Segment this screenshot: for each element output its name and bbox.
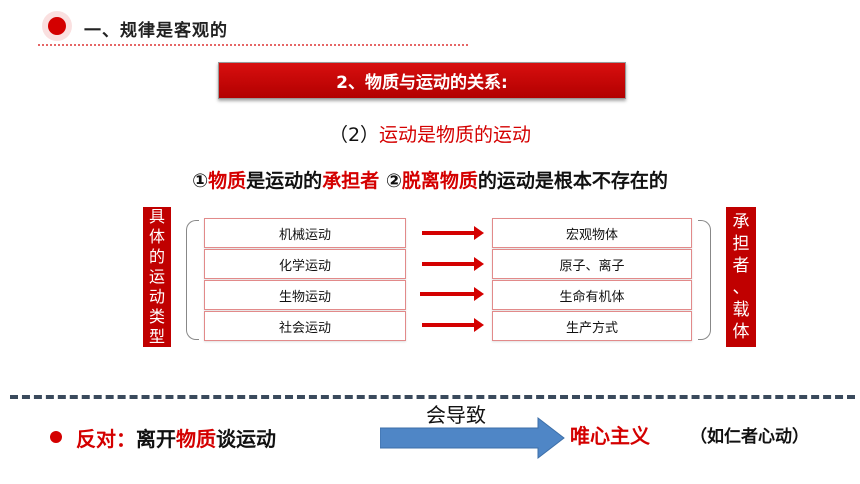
carrier-label: 承 担 者 、 载 体 <box>726 207 756 347</box>
oppose-post: 谈运动 <box>216 427 276 451</box>
key-points: ①物质是运动的承担者 ②脱离物质的运动是根本不存在的 <box>0 166 860 193</box>
motion-types-label: 具 体 的 运 动 类 型 <box>143 207 171 347</box>
example-text: （如仁者心动） <box>690 427 809 447</box>
label-char: 的 <box>148 247 165 266</box>
right-arrow-icon <box>422 318 484 332</box>
motion-type-text: 化学运动 <box>278 258 331 274</box>
right-arrow-icon <box>420 287 484 301</box>
label-char: 者 <box>732 256 750 276</box>
point1-bearer: 承担者 <box>322 170 380 192</box>
oppose-label: 反对： <box>76 427 136 451</box>
carrier-box: 原子、离子 <box>492 249 692 279</box>
carrier-box: 生命有机体 <box>492 280 692 310</box>
motion-type-box: 社会运动 <box>204 311 406 341</box>
label-char: 类 <box>148 307 165 326</box>
label-char: 载 <box>732 300 750 320</box>
subtitle-text: 运动是物质的运动 <box>379 124 532 146</box>
header-bullet-icon <box>42 11 72 41</box>
leads-to-text: 会导致 <box>426 403 486 427</box>
label-char: 动 <box>148 287 165 306</box>
label-char: 承 <box>732 212 750 232</box>
idealism-text: 唯心主义 <box>570 424 650 448</box>
carrier-box: 宏观物体 <box>492 218 692 248</box>
point1-matter: 物质 <box>208 170 247 192</box>
motion-type-box: 化学运动 <box>204 249 406 279</box>
dashed-divider <box>10 395 855 399</box>
point2-detach: 脱离物质 <box>401 170 478 192</box>
oppose-matter: 物质 <box>176 427 216 451</box>
carrier-text: 生产方式 <box>565 320 618 336</box>
label-char: 运 <box>148 267 165 286</box>
blue-arrow-icon <box>380 416 565 460</box>
left-bracket <box>186 220 199 340</box>
right-arrow-icon <box>422 226 484 240</box>
subtitle: （2）运动是物质的运动 <box>0 120 860 147</box>
carrier-text: 生命有机体 <box>559 289 625 305</box>
label-char: 体 <box>732 322 750 342</box>
point1-number: ① <box>192 170 209 192</box>
motion-type-text: 生物运动 <box>278 289 331 305</box>
motion-type-box: 机械运动 <box>204 218 406 248</box>
point2-number: ② <box>379 170 402 192</box>
point1-middle: 是运动的 <box>246 170 323 192</box>
label-char: 、 <box>732 278 750 298</box>
motion-type-text: 社会运动 <box>278 320 331 336</box>
section-title: 一、规律是客观的 <box>84 21 228 41</box>
carrier-text: 宏观物体 <box>565 227 618 243</box>
label-char: 具 <box>148 207 165 226</box>
point2-rest: 的运动是根本不存在的 <box>477 170 668 192</box>
topic-banner: 2、物质与运动的关系: <box>218 62 626 99</box>
motion-type-box: 生物运动 <box>204 280 406 310</box>
right-bracket <box>698 220 711 340</box>
carrier-box: 生产方式 <box>492 311 692 341</box>
bullet-dot-icon <box>50 431 62 443</box>
label-char: 体 <box>148 227 165 246</box>
subtitle-number: （2） <box>328 124 380 146</box>
topic-banner-text: 2、物质与运动的关系: <box>336 73 508 93</box>
oppose-statement: 反对：离开物质谈运动 <box>76 423 276 452</box>
label-char: 型 <box>148 327 165 346</box>
carrier-text: 原子、离子 <box>559 258 625 274</box>
header-divider <box>38 44 468 46</box>
right-arrow-icon <box>422 257 484 271</box>
motion-type-text: 机械运动 <box>278 227 331 243</box>
oppose-pre: 离开 <box>136 427 176 451</box>
label-char: 担 <box>732 234 750 254</box>
